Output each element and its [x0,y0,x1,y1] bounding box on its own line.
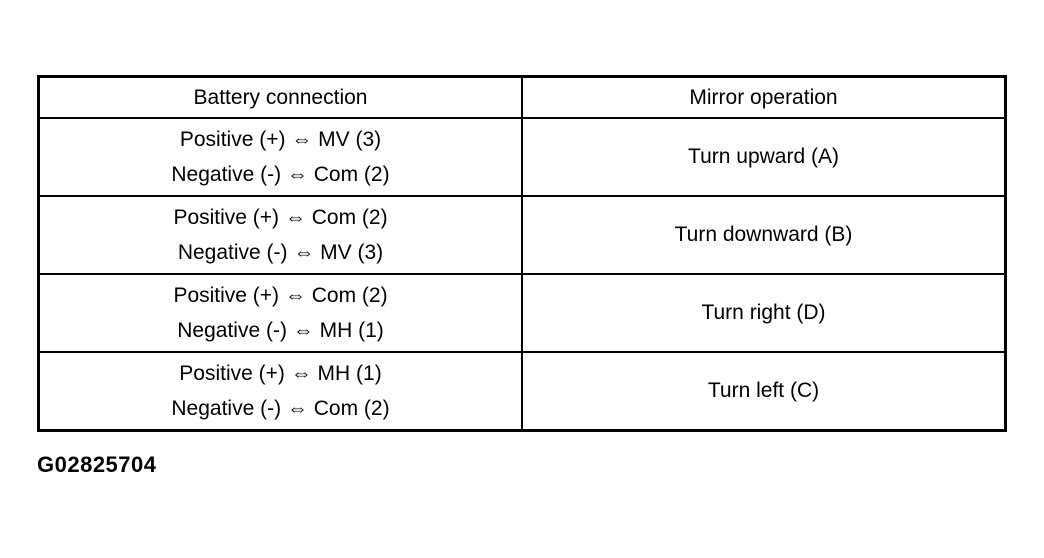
battery-negative-line: Negative (-) ⇔ Com (2) [171,397,390,420]
battery-negative-line: Negative (-) ⇔ Com (2) [171,163,390,186]
table-row: Positive (+) ⇔ MV (3) Negative (-) ⇔ Com… [37,117,1007,197]
battery-connection-cell: Positive (+) ⇔ MV (3) Negative (-) ⇔ Com… [37,117,523,197]
header-battery-connection: Battery connection [37,75,523,119]
battery-connection-cell: Positive (+) ⇔ MH (1) Negative (-) ⇔ Com… [37,351,523,432]
header-mirror-operation: Mirror operation [521,75,1007,119]
mirror-operation-cell: Turn right (D) [521,273,1007,353]
table-row: Positive (+) ⇔ MH (1) Negative (-) ⇔ Com… [37,351,1007,432]
battery-positive-line: Positive (+) ⇔ Com (2) [173,206,388,229]
battery-connection-cell: Positive (+) ⇔ Com (2) Negative (-) ⇔ MH… [37,273,523,353]
figure-id: G02825704 [37,452,157,477]
battery-positive-line: Positive (+) ⇔ MH (1) [179,362,382,385]
mirror-operation-cell: Turn upward (A) [521,117,1007,197]
battery-negative-line: Negative (-) ⇔ MV (3) [177,241,384,264]
mirror-operation-cell: Turn left (C) [521,351,1007,432]
battery-positive-line: Positive (+) ⇔ Com (2) [173,284,388,307]
table-header-row: Battery connection Mirror operation [37,75,1007,119]
table-row: Positive (+) ⇔ Com (2) Negative (-) ⇔ MH… [37,273,1007,353]
table-row: Positive (+) ⇔ Com (2) Negative (-) ⇔ MV… [37,195,1007,275]
battery-negative-line: Negative (-) ⇔ MH (1) [177,319,384,342]
mirror-operation-cell: Turn downward (B) [521,195,1007,275]
battery-positive-line: Positive (+) ⇔ MV (3) [179,128,382,151]
battery-connection-cell: Positive (+) ⇔ Com (2) Negative (-) ⇔ MV… [37,195,523,275]
battery-mirror-table: Battery connection Mirror operation Posi… [37,75,1007,432]
